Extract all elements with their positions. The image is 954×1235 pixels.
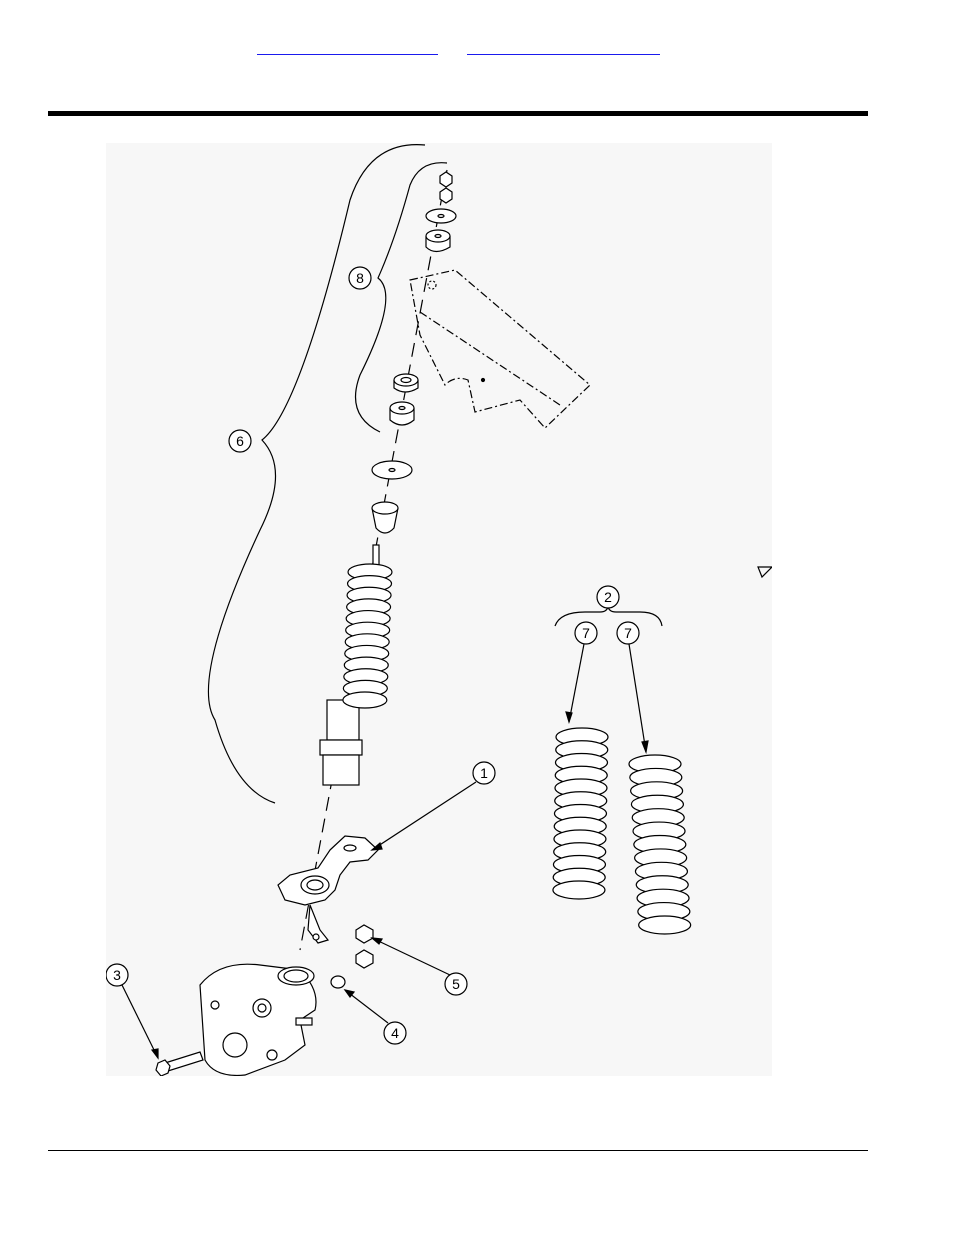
svg-text:8: 8 (356, 270, 364, 286)
svg-text:3: 3 (113, 967, 121, 983)
svg-text:7: 7 (582, 625, 590, 641)
svg-text:1: 1 (480, 765, 488, 781)
callout-6: 6 (229, 430, 251, 452)
callout-1: 1 (473, 762, 495, 784)
svg-text:4: 4 (391, 1025, 399, 1041)
callout-5: 5 (445, 973, 467, 995)
callout-8: 8 (349, 267, 371, 289)
callout-3: 3 (106, 964, 128, 986)
footer-rule (48, 1150, 868, 1151)
spring-left (553, 728, 608, 899)
callout-4: 4 (384, 1022, 406, 1044)
callout-2: 2 (597, 586, 619, 608)
svg-text:5: 5 (452, 976, 460, 992)
washer-4 (331, 976, 345, 988)
top-bushing (426, 230, 450, 252)
header-link-next[interactable] (467, 40, 660, 55)
svg-text:7: 7 (624, 625, 632, 641)
callout-7-right: 7 (617, 622, 639, 644)
svg-text:2: 2 (604, 589, 612, 605)
callout-7-left: 7 (575, 622, 597, 644)
parts-diagram: 1 2 3 4 5 6 7 7 8 (106, 143, 772, 1076)
header-rule (48, 111, 868, 116)
svg-text:6: 6 (236, 433, 244, 449)
header-link-previous[interactable] (257, 40, 438, 55)
